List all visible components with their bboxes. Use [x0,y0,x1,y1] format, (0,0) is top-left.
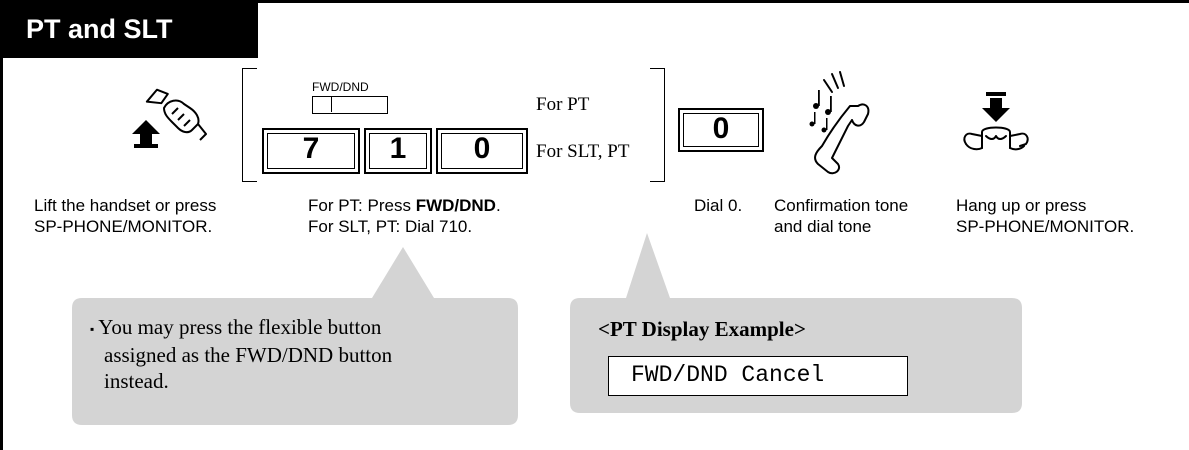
hang-up-caption: Hang up or press SP-PHONE/MONITOR. [956,196,1135,236]
fwd-dnd-key-label: FWD/DND [312,80,369,94]
section-title: PT and SLT [0,0,258,58]
display-example-title: <PT Display Example> [598,317,806,341]
fwd-dnd-key-icon [312,96,388,114]
tip-bubble-shape [72,247,518,425]
digit-key-7: 7 [262,128,360,174]
dial-zero-key: 0 [678,108,764,152]
dial-code-caption: For PT: Press FWD/DND. For SLT, PT: Dial… [308,196,501,236]
lift-handset-icon [132,88,207,148]
for-slt-pt-label: For SLT, PT [536,141,630,162]
pt-display-lcd: FWD/DND Cancel [608,356,908,396]
frame-left-border [0,0,3,450]
dial-zero-caption: Dial 0. [694,196,743,215]
for-pt-label: For PT [536,94,590,115]
left-bracket [242,68,257,182]
fwd-dnd-key-lamp [313,97,332,112]
digit-key-1: 1 [364,128,432,174]
tip-note: ▪You may press the flexible button assig… [90,315,393,394]
frame-top-border [0,0,1189,3]
right-bracket [650,68,665,182]
lift-caption: Lift the handset or press SP-PHONE/MONIT… [34,196,217,236]
confirmation-tone-icon [809,71,870,175]
digit-key-0: 0 [436,128,528,174]
hang-up-icon [963,92,1029,151]
confirmation-caption: Confirmation tone and dial tone [774,196,909,236]
